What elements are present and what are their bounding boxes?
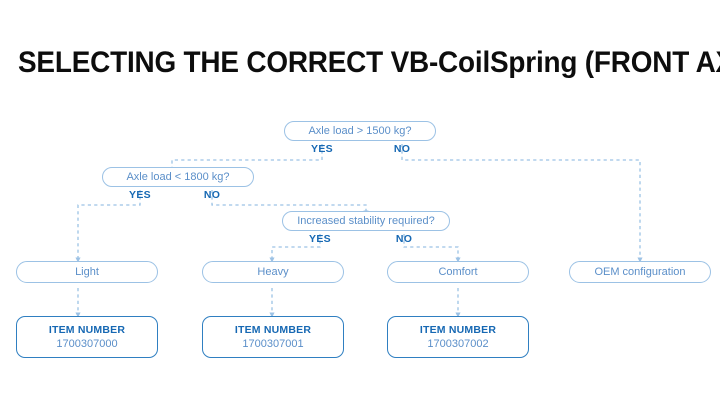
item-number-value: 1700307001 [242,337,304,350]
edge-q2-no [211,190,369,216]
decision-node-axle-load-1500[interactable]: Axle load > 1500 kg? [284,121,436,141]
branch-label-q1-no: NO [393,143,411,155]
item-number-value: 1700307000 [56,337,118,350]
item-number-title: ITEM NUMBER [234,323,312,336]
branch-label-q2-no: NO [203,189,221,201]
decision-node-axle-load-1800[interactable]: Axle load < 1800 kg? [102,167,254,187]
branch-label-q3-yes: YES [309,233,331,245]
result-node-light[interactable]: Light [16,261,158,283]
item-number-title: ITEM NUMBER [419,323,497,336]
result-node-oem-configuration[interactable]: OEM configuration [569,261,711,283]
item-number-value: 1700307002 [427,337,489,350]
result-node-comfort[interactable]: Comfort [387,261,529,283]
item-number-title: ITEM NUMBER [48,323,126,336]
page-title: SELECTING THE CORRECT VB-CoilSpring (FRO… [18,46,720,79]
item-number-box-heavy[interactable]: ITEM NUMBER 1700307001 [202,316,344,358]
item-number-box-comfort[interactable]: ITEM NUMBER 1700307002 [387,316,529,358]
edge-q1-no [401,144,643,263]
branch-label-q2-yes: YES [129,189,151,201]
branch-label-q1-yes: YES [311,143,333,155]
result-node-heavy[interactable]: Heavy [202,261,344,283]
branch-label-q3-no: NO [395,233,413,245]
item-number-box-light[interactable]: ITEM NUMBER 1700307000 [16,316,158,358]
decision-node-increased-stability[interactable]: Increased stability required? [282,211,450,231]
